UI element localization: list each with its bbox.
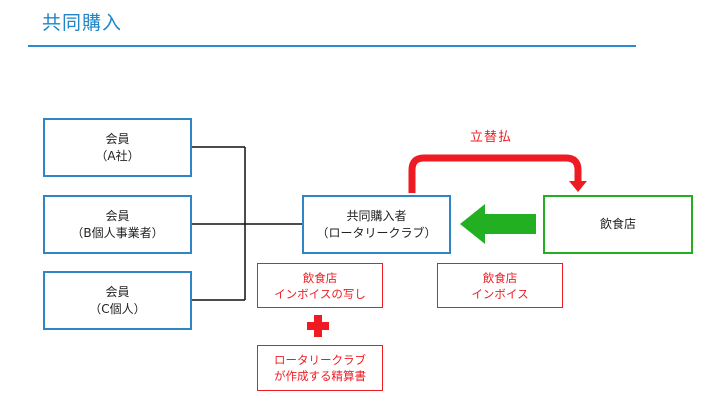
plus-sign-vertical [314,315,322,337]
title-divider [28,45,636,47]
invoice-copy-subtitle: インボイスの写し [274,286,366,301]
member-c-title: 会員 [105,284,130,299]
invoice-copy-title: 飲食店 [302,270,338,285]
invoice-title: 飲食店 [482,270,518,285]
advance-payment-arrowhead [569,181,587,192]
advance-payment-arrow [408,154,582,193]
restaurant-box: 飲食店 [543,195,693,254]
member-a-title: 会員 [105,131,130,146]
settlement-box: ロータリークラブ が作成する精算書 [257,345,383,391]
member-box-a: 会員 （A社） [43,118,192,177]
purchaser-title: 共同購入者 [346,208,407,223]
member-b-title: 会員 [105,208,130,223]
invoice-copy-box: 飲食店 インボイスの写し [257,263,383,308]
purchaser-subtitle: （ロータリークラブ） [316,225,437,240]
purchaser-box: 共同購入者 （ロータリークラブ） [302,195,451,254]
member-box-b: 会員 （B個人事業者） [43,195,192,254]
invoice-box: 飲食店 インボイス [437,263,563,308]
member-b-subtitle: （B個人事業者） [71,225,164,240]
advance-payment-label: 立替払 [470,130,513,145]
member-c-subtitle: （C個人） [89,301,146,316]
settlement-subtitle: が作成する精算書 [274,369,366,383]
settlement-title: ロータリークラブ [274,353,366,367]
page-title: 共同購入 [42,12,123,34]
invoice-flow-arrow [460,204,536,244]
invoice-subtitle: インボイス [471,286,529,301]
member-a-subtitle: （A社） [95,148,140,163]
restaurant-label: 飲食店 [599,217,636,231]
member-box-c: 会員 （C個人） [43,271,192,330]
